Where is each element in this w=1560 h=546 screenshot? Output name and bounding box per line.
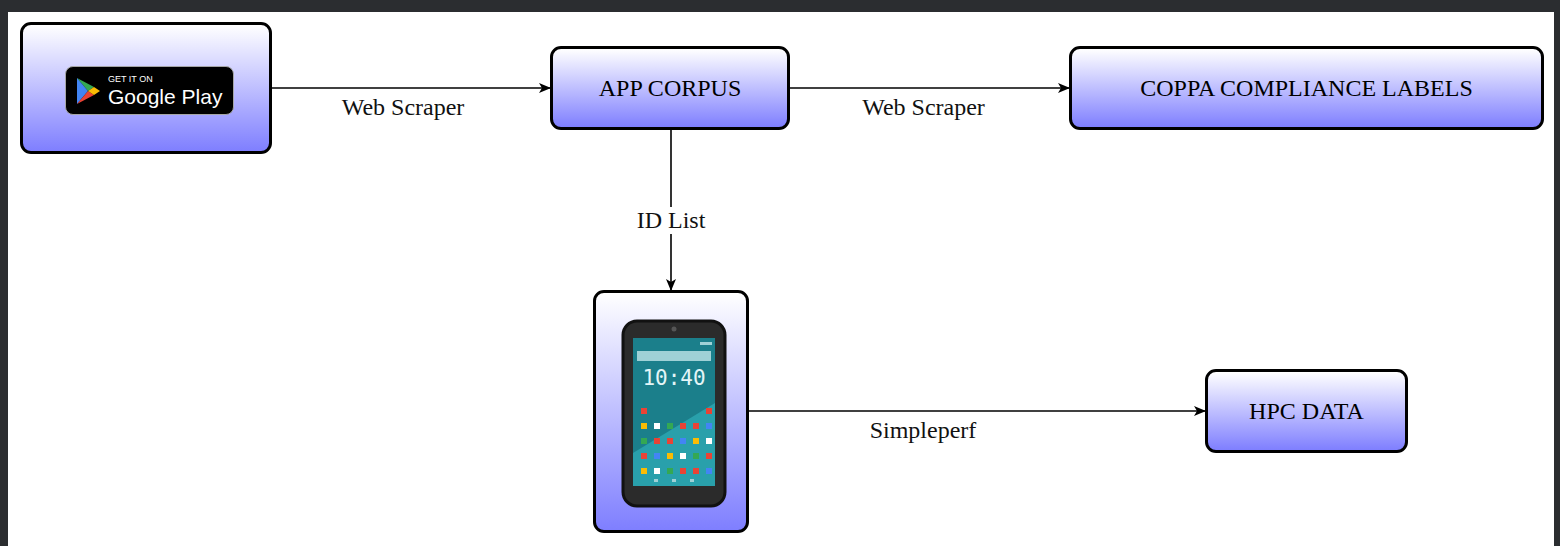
app-icon [641,468,647,474]
phone-screen [633,338,715,486]
app-icon [654,438,660,444]
flow-arrow [790,87,1069,89]
app-icon [693,453,699,459]
app-icon [641,423,647,429]
app-icon [680,423,686,429]
app-icon [654,453,660,459]
phone-camera [672,327,677,332]
edge-label: ID List [634,207,709,234]
play-icon-part [88,87,100,95]
nav-mark [672,479,676,482]
app-icon [706,453,712,459]
app-icon [706,438,712,444]
battery-mark [700,342,712,345]
app-icon [706,468,712,474]
process-box: HPC DATA [1205,369,1408,453]
app-icon [641,453,647,459]
clock-text: 10:40 [633,365,715,391]
text-column: COPPA COMPLIANCE LABELS [1140,75,1473,102]
play-icon [76,78,100,104]
device-box: 10:40 [593,290,749,533]
app-icon [693,423,699,429]
edge-label: Simpleperf [867,417,980,444]
box-label: HPC DATA [1249,398,1364,425]
app-icon [667,438,673,444]
app-icon [693,468,699,474]
app-icon [680,468,686,474]
app-icon [654,468,660,474]
text-column: APP CORPUS [599,75,742,102]
screen-shade [633,403,715,486]
app-icon [654,423,660,429]
play-badge: GET IT ON Google Play [65,66,234,115]
text-column: HPC DATA [1249,398,1364,425]
app-icon [667,468,673,474]
app-icon [680,438,686,444]
process-box: APP CORPUS [550,46,790,130]
badge-caption: GET IT ON [108,75,222,84]
badge-text-column: GET IT ON Google Play [108,75,222,107]
status-bar [637,351,711,361]
app-icon [693,438,699,444]
flow-arrow [272,87,550,89]
nav-mark [690,479,694,482]
app-icon [706,423,712,429]
app-icon [641,438,647,444]
phone-body [623,321,725,506]
edge-label: Web Scraper [859,94,988,121]
badge-title: Google Play [108,86,222,107]
process-box: COPPA COMPLIANCE LABELS [1069,46,1544,130]
edge-label: Web Scraper [339,94,468,121]
phone-illustration [596,293,746,530]
app-icon [641,408,647,414]
nav-mark [654,479,658,482]
app-icon [667,453,673,459]
app-icon [667,423,673,429]
box-label: COPPA COMPLIANCE LABELS [1140,75,1473,102]
app-icon [680,453,686,459]
app-icon [706,408,712,414]
flow-arrow [749,410,1205,412]
store-box: GET IT ON Google Play [20,22,272,154]
box-label: APP CORPUS [599,75,742,102]
